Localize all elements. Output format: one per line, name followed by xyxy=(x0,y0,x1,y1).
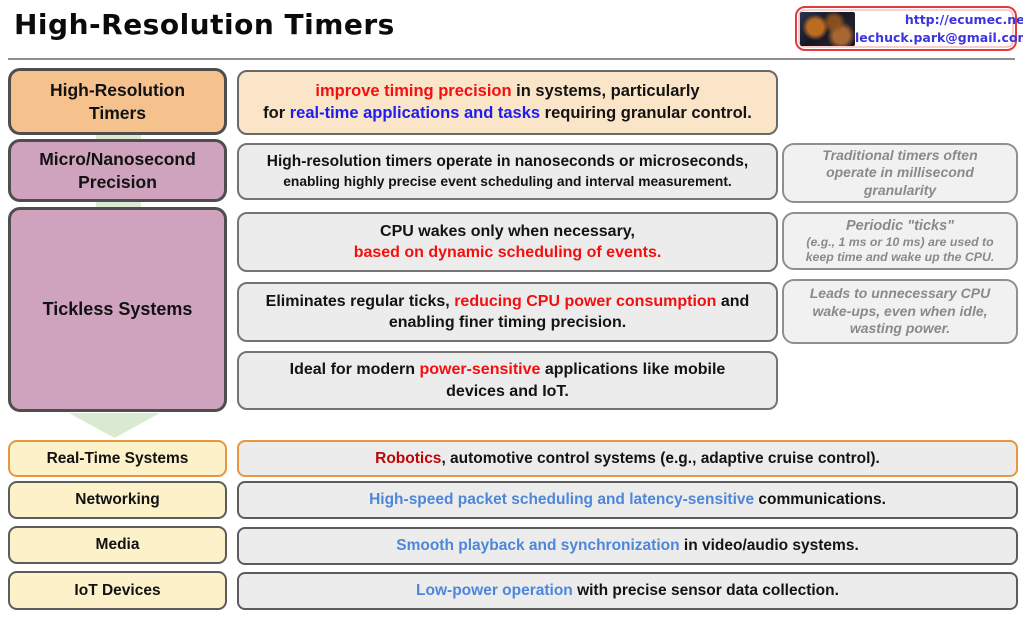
content-cpu-wakes-when-necessary: CPU wakes only when necessary,based on d… xyxy=(237,212,778,272)
content-real-time-systems: Robotics, automotive control systems (e.… xyxy=(237,440,1018,477)
contact-badge: http://ecumec.net lechuck.park@gmail.com xyxy=(795,6,1023,51)
badge-email-link[interactable]: lechuck.park@gmail.com xyxy=(855,29,1023,45)
content-networking: High-speed packet scheduling and latency… xyxy=(237,481,1018,519)
content-media: Smooth playback and synchronization in v… xyxy=(237,527,1018,565)
node-media: Media xyxy=(8,526,227,564)
node-networking: Networking xyxy=(8,481,227,519)
node-tickless-systems: Tickless Systems xyxy=(8,207,227,412)
content-improve-timing-precision: improve timing precision in systems, par… xyxy=(237,70,778,135)
page-title: High-Resolution Timers xyxy=(14,8,395,41)
node-real-time-systems: Real-Time Systems xyxy=(8,440,227,477)
node-micro-nanosecond-precision: Micro/Nanosecond Precision xyxy=(8,139,227,202)
badge-photo xyxy=(800,11,855,46)
node-high-resolution-timers: High-Resolution Timers xyxy=(8,68,227,135)
node-iot-devices: IoT Devices xyxy=(8,571,227,610)
badge-url-link[interactable]: http://ecumec.net xyxy=(904,12,1023,27)
title-divider xyxy=(8,58,1015,60)
arrow-down-icon xyxy=(69,413,160,438)
content-nanosecond-operation: High-resolution timers operate in nanose… xyxy=(237,143,778,200)
content-iot-devices: Low-power operation with precise sensor … xyxy=(237,572,1018,610)
content-eliminates-regular-ticks: Eliminates regular ticks, reducing CPU p… xyxy=(237,282,778,342)
note-periodic-ticks: Periodic "ticks"(e.g., 1 ms or 10 ms) ar… xyxy=(782,212,1018,270)
badge-contact-text: http://ecumec.net lechuck.park@gmail.com xyxy=(855,11,1023,46)
content-power-sensitive-applications: Ideal for modern power-sensitive applica… xyxy=(237,351,778,410)
